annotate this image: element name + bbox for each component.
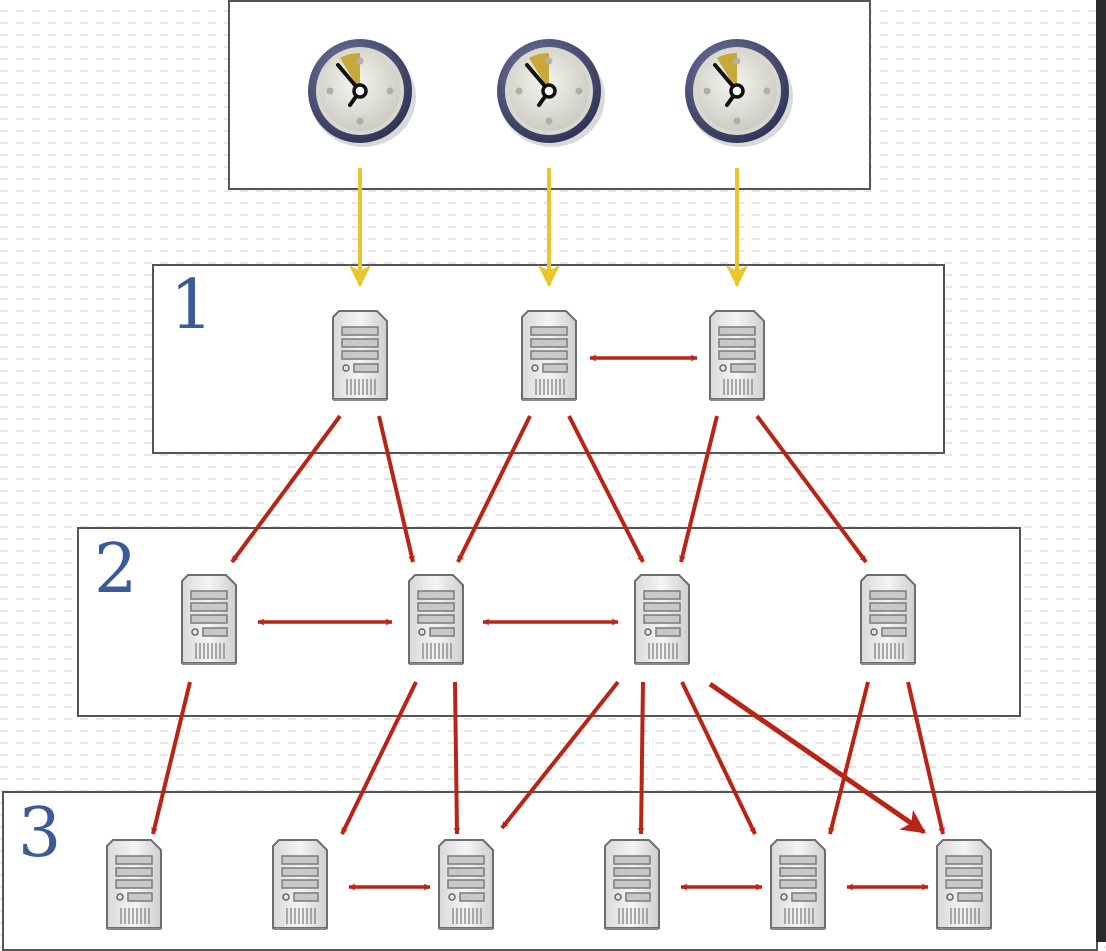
stratum-3-label: 3 [18, 794, 62, 873]
server-icon [272, 839, 328, 931]
server-icon [438, 839, 494, 931]
server-icon [604, 839, 660, 931]
server-icon [709, 310, 765, 402]
server-icon [634, 574, 690, 666]
server-icon [770, 839, 826, 931]
reference-clock-icon [306, 37, 418, 149]
server-icon [332, 310, 388, 402]
reference-clock-icon [683, 37, 795, 149]
server-icon [521, 310, 577, 402]
server-icon [936, 839, 992, 931]
clock-sync-arrows [349, 168, 748, 288]
server-icon [106, 839, 162, 931]
server-link-arrows [151, 354, 945, 891]
reference-clock-icon [495, 37, 607, 149]
stratum-2-label: 2 [94, 530, 138, 609]
stratum-1-label: 1 [170, 266, 214, 345]
server-icon [181, 574, 237, 666]
window-edge [1096, 0, 1106, 942]
server-icon [408, 574, 464, 666]
server-icon [860, 574, 916, 666]
